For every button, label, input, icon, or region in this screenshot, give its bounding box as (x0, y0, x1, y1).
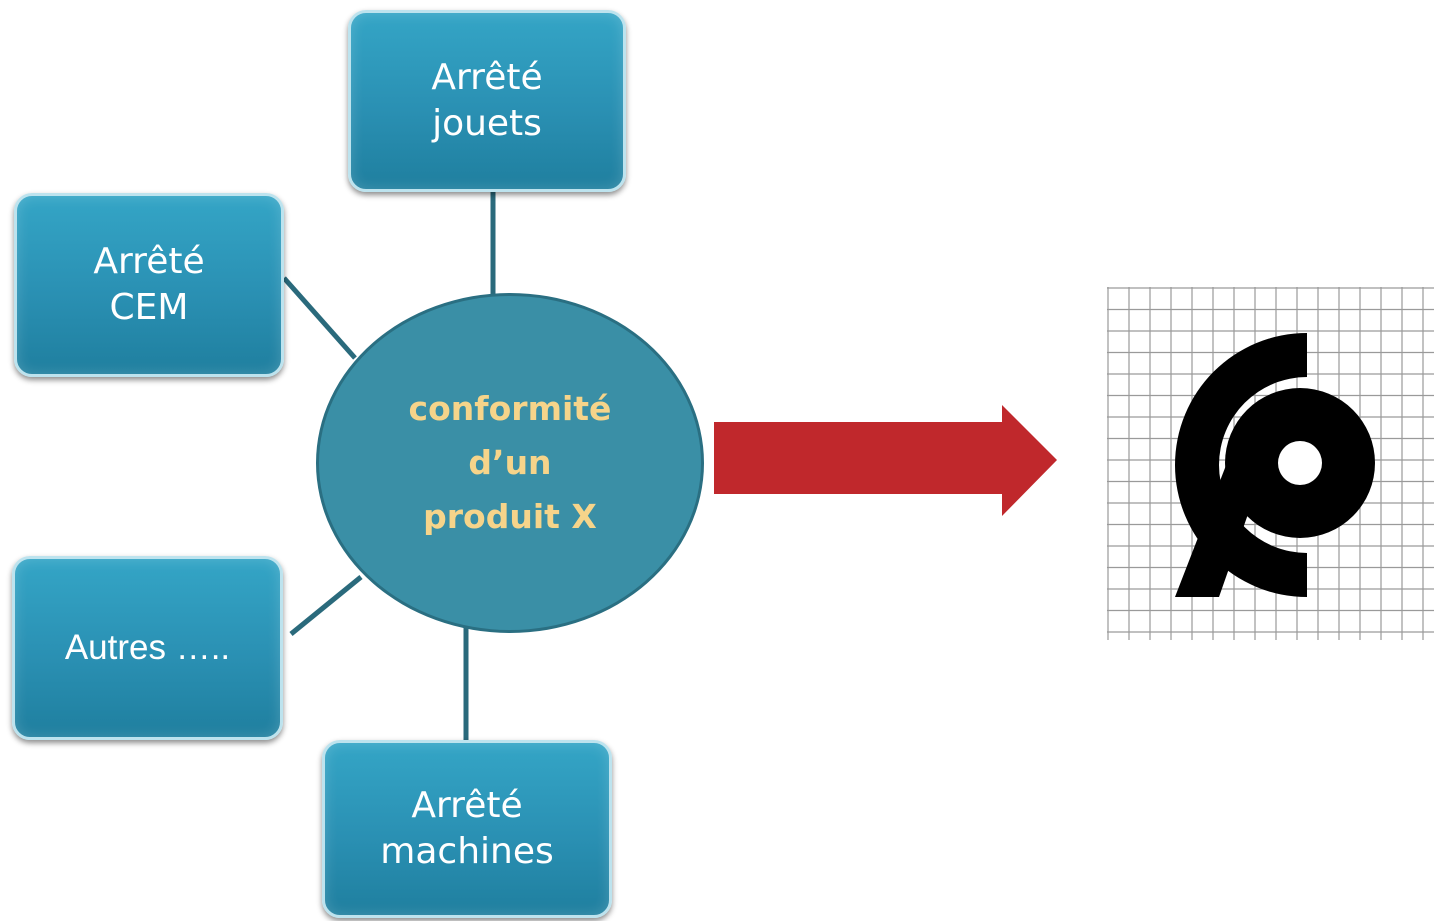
ccc-mark-shape (1175, 333, 1375, 597)
connector-cem (282, 276, 357, 360)
node-arrete-machines: Arrêté machines (322, 740, 612, 918)
node-arrete-jouets: Arrêté jouets (348, 10, 626, 192)
node-arrete-cem: Arrêté CEM (14, 193, 284, 377)
ccc-mark-icon (1107, 287, 1434, 640)
center-node-conformite: conformité d’un produit X (316, 293, 704, 633)
right-arrow-icon (714, 405, 1057, 516)
center-label: conformité d’un produit X (408, 389, 612, 536)
node-label: Autres ….. (64, 628, 231, 667)
node-label: Arrêté machines (380, 785, 554, 872)
connector-autres (289, 575, 363, 636)
node-label: Arrêté CEM (93, 241, 205, 328)
node-label: Arrêté jouets (431, 57, 543, 144)
node-autres: Autres ….. (12, 556, 283, 740)
